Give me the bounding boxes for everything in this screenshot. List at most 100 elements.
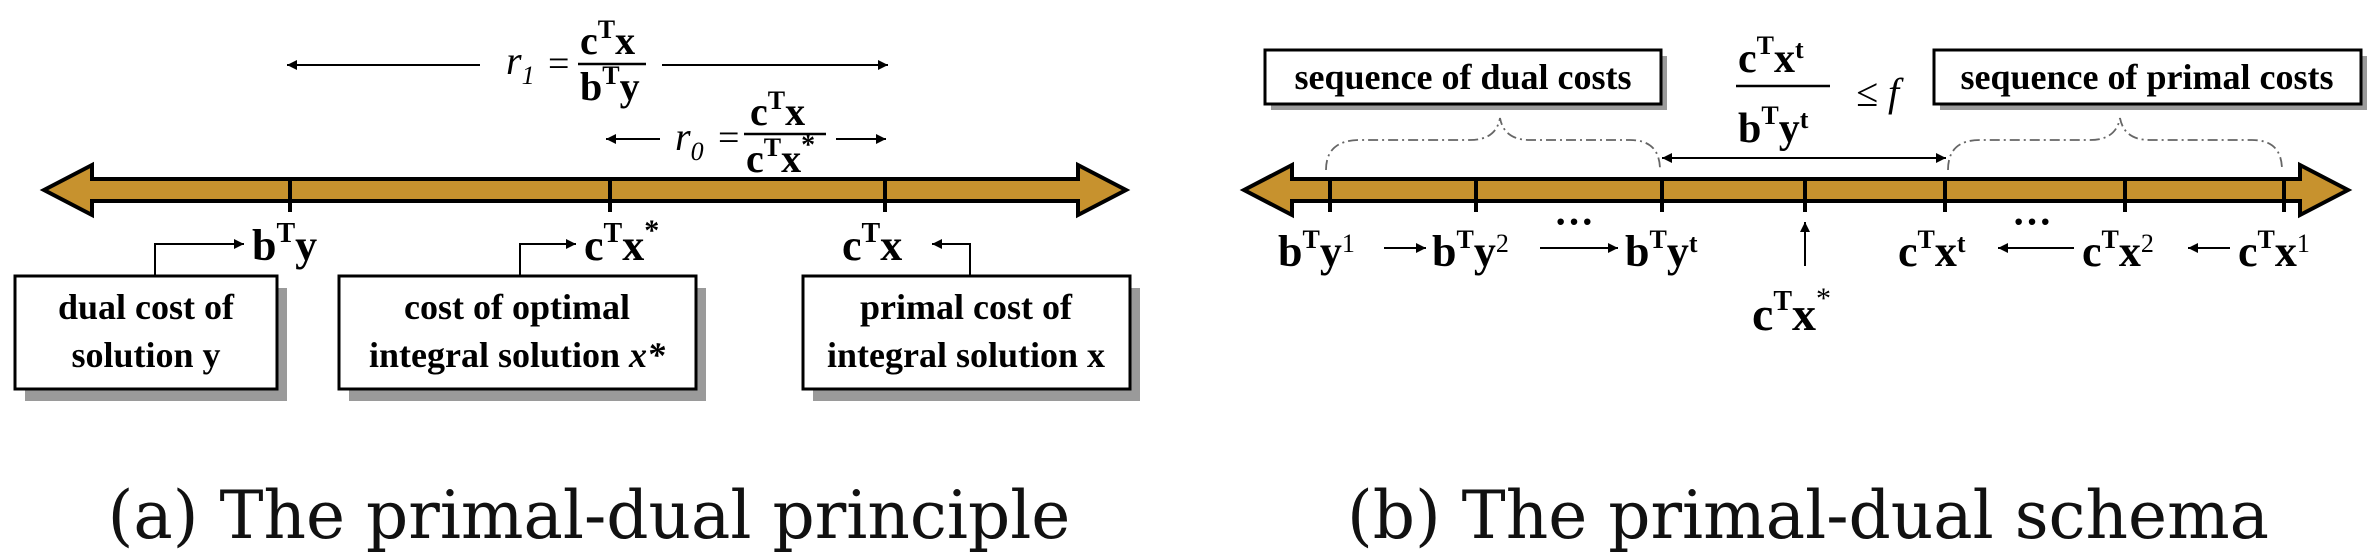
dual-seq-2-idx: 2: [1496, 229, 1509, 258]
r0-ratio: r0 = cTx cTx*: [606, 86, 886, 181]
r1-den-var: y: [620, 64, 640, 109]
ratio-num-var: x: [1774, 36, 1795, 82]
primal-seq-1-var: x: [2275, 227, 2297, 276]
primal-tick-base: c: [842, 221, 862, 270]
dual-seq-1-idx: 1: [1342, 229, 1355, 258]
primal-seq-label: sequence of primal costs: [1961, 57, 2334, 97]
primal-seq-box: [1932, 48, 2363, 106]
opt-tick-sup: T: [604, 218, 623, 249]
r1-eq: =: [548, 43, 569, 85]
r0-eq: =: [718, 117, 739, 159]
primal-box-line1: primal cost of: [860, 287, 1073, 327]
r0-den-var: x: [781, 136, 801, 181]
caption-b: (b) The primal-dual schema: [1347, 477, 2269, 554]
svg-text:cTxt: cTxt: [1738, 31, 1804, 82]
dual-brace: [1325, 117, 1661, 171]
primal-seq-dots: ···: [2012, 199, 2052, 244]
panel-b: cTxt bTyt ≤ f sequence of dual costs seq…: [1239, 31, 2367, 554]
opt-box-line2-var: x*: [628, 335, 666, 375]
svg-text:r0: r0: [675, 114, 704, 166]
r0-den-base: c: [746, 136, 764, 181]
svg-text:cTx: cTx: [580, 15, 635, 63]
svg-text:bTy: bTy: [580, 61, 640, 109]
dual-seq-2: bTy2: [1432, 225, 1509, 276]
primal-seq-2: cTx2: [2082, 225, 2154, 276]
r0-den-star: *: [801, 130, 815, 161]
ratio-den-base: b: [1738, 106, 1761, 152]
dual-seq-2-base: b: [1432, 227, 1456, 276]
opt-b-star: *: [1816, 282, 1831, 315]
r0-den-sup: T: [764, 133, 781, 162]
dual-tick-label: bTy: [252, 218, 317, 270]
opt-b-var: x: [1792, 288, 1816, 341]
r1-sub: 1: [522, 61, 535, 90]
primal-tick-sup: T: [862, 218, 881, 249]
primal-box-line2: integral solution x: [827, 335, 1105, 375]
dual-seq-1: bTy1: [1278, 225, 1355, 276]
svg-text:cTx: cTx: [750, 86, 805, 134]
opt-tick-label: cTx*: [584, 214, 659, 270]
panel-a: r1 = cTx bTy r0 = cTx cTx* bTy cTx* cTx: [13, 15, 1140, 554]
primal-tick-var: x: [880, 221, 902, 270]
cost-axis-bar: [39, 161, 1131, 219]
primal-seq-t-base: c: [1898, 227, 1918, 276]
svg-text:bTyt: bTyt: [1738, 101, 1809, 152]
r0-num-base: c: [750, 89, 768, 134]
ratio-bound: cTxt bTyt ≤ f: [1736, 31, 1904, 152]
r0-sub: 0: [691, 137, 704, 166]
r1-ratio: r1 = cTx bTy: [287, 15, 888, 109]
primal-seq-1-base: c: [2238, 227, 2258, 276]
opt-b-base: c: [1752, 288, 1773, 341]
ratio-num-sup: T: [1757, 31, 1774, 60]
primal-seq-1-idx: 1: [2297, 229, 2310, 258]
svg-text:integral solution x*: integral solution x*: [369, 335, 666, 375]
ratio-relation: ≤ f: [1856, 70, 1904, 115]
primal-seq-2-base: c: [2082, 227, 2102, 276]
dual-seq-label: sequence of dual costs: [1294, 57, 1631, 97]
primal-seq-t-idx: t: [1957, 229, 1966, 258]
dual-seq-t: bTyt: [1625, 225, 1698, 276]
primal-connector: [932, 239, 971, 276]
dual-seq-2-var: y: [1474, 227, 1496, 276]
opt-label-b: cTx*: [1752, 282, 1831, 341]
opt-box: [337, 274, 698, 391]
opt-box-line2: integral solution: [369, 335, 629, 375]
primal-seq-2-idx: 2: [2141, 229, 2154, 258]
r1-num-var: x: [615, 18, 635, 63]
ratio-den-sup: T: [1761, 101, 1778, 130]
caption-a: (a) The primal-dual principle: [108, 477, 1071, 554]
dual-seq-t-idx: t: [1689, 229, 1698, 258]
opt-connector: [519, 239, 576, 276]
dual-seq-box: [1263, 48, 1663, 106]
ratio-den-var: y: [1779, 106, 1800, 152]
r1-den-sup: T: [602, 61, 619, 90]
svg-text:r1: r1: [506, 38, 535, 90]
opt-b-sup: T: [1773, 286, 1792, 317]
r0-num-sup: T: [768, 86, 785, 115]
primal-tick-label: cTx: [842, 218, 902, 270]
primal-seq-t-var: x: [1935, 227, 1957, 276]
opt-tick-base: c: [584, 221, 604, 270]
primal-seq-1-sup: T: [2258, 225, 2275, 254]
cost-axis-bar-b: [1239, 161, 2353, 219]
dual-seq-t-base: b: [1625, 227, 1649, 276]
dual-connector: [154, 239, 244, 276]
opt-tick-star: *: [644, 214, 659, 247]
ratio-num-base: c: [1738, 36, 1757, 82]
primal-box: [801, 274, 1132, 391]
r0-num-var: x: [785, 89, 805, 134]
svg-text:cTx*: cTx*: [746, 130, 815, 181]
r1-var: r: [506, 38, 522, 83]
r0-var: r: [675, 114, 691, 159]
dual-box-line2: solution y: [71, 335, 220, 375]
dual-seq-1-var: y: [1320, 227, 1342, 276]
dual-tick-sup: T: [276, 218, 295, 249]
primal-brace: [1947, 117, 2283, 171]
r1-num-sup: T: [598, 15, 615, 44]
dual-seq-1-base: b: [1278, 227, 1302, 276]
primal-seq-2-sup: T: [2102, 225, 2119, 254]
dual-seq-dots: ···: [1554, 199, 1594, 244]
opt-tick-var: x: [622, 221, 644, 270]
dual-seq-1-sup: T: [1302, 225, 1319, 254]
